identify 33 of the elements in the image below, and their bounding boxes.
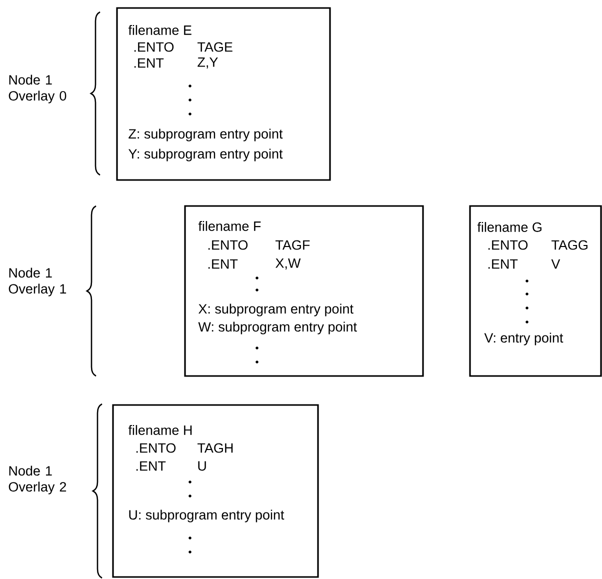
code-text: filename G	[477, 222, 542, 232]
code-text: .ENTO	[488, 240, 528, 250]
overlay-label: Node 1 Overlay 1	[8, 268, 66, 296]
code-text: TAGG	[552, 240, 588, 250]
code-text: Z: subprogram entry point	[128, 128, 283, 142]
code-text: W: subprogram entry point	[198, 322, 357, 334]
code-text: Z,Y	[198, 58, 218, 68]
code-text: TAGE	[198, 42, 232, 52]
code-text: .ENTO	[134, 42, 174, 52]
code-text: filename F	[198, 221, 261, 231]
code-text: V	[551, 259, 560, 269]
code-box	[469, 205, 602, 377]
code-text: U: subprogram entry point	[129, 510, 284, 522]
code-text: U	[198, 461, 206, 471]
code-text: .ENT	[488, 259, 518, 269]
code-text: filename E	[128, 25, 192, 35]
overlay-label: Node 1 Overlay 2	[8, 466, 66, 494]
code-text: .ENTO	[208, 240, 248, 250]
code-text: V: entry point	[484, 332, 564, 346]
code-text: TAGH	[198, 443, 233, 453]
code-text: .ENT	[134, 58, 164, 68]
overlay-label: Node 1 Overlay 0	[8, 74, 66, 104]
code-text: X: subprogram entry point	[198, 304, 354, 316]
code-text: .ENTO	[136, 443, 176, 453]
code-text: filename H	[128, 425, 192, 435]
code-text: X,W	[276, 258, 301, 270]
code-box	[112, 404, 319, 578]
code-text: .ENT	[136, 461, 166, 471]
code-text: .ENT	[208, 259, 238, 269]
code-box	[184, 205, 424, 377]
code-box	[116, 7, 331, 181]
code-text: TAGF	[276, 240, 310, 250]
code-text: Y: subprogram entry point	[128, 148, 283, 162]
